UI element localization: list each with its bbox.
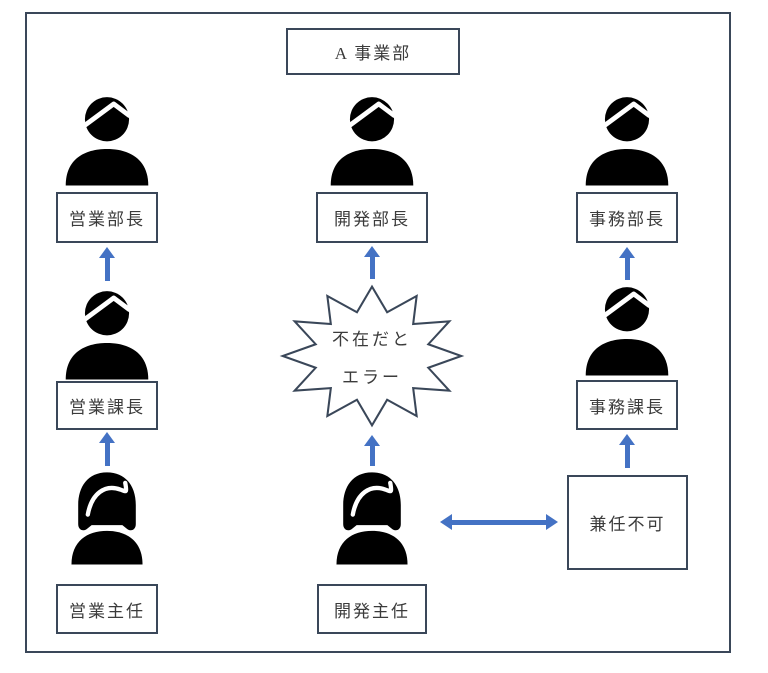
dev-dept-head-label: 開発部長 (334, 210, 410, 229)
starburst-line2: エラー (342, 367, 402, 387)
arrow-stem (104, 258, 110, 281)
dev-chief-box: 開発主任 (317, 584, 427, 634)
arrow-head-left (440, 514, 452, 530)
arrow-head (619, 434, 635, 445)
arrow-head-right (546, 514, 558, 530)
arrow-stem (369, 446, 375, 466)
sales-chief-box: 営業主任 (56, 584, 158, 634)
starburst-line1: 不在だと (332, 329, 412, 349)
starburst-shape-icon (279, 284, 465, 428)
sales-dept-head-box: 営業部長 (56, 192, 158, 243)
male-person-icon (324, 89, 420, 186)
arrow-head (99, 247, 115, 258)
male-person-icon (59, 89, 155, 186)
up-arrow (99, 247, 115, 281)
up-arrow (619, 434, 635, 468)
double-headed-arrow (440, 514, 558, 530)
arrow-head (619, 247, 635, 258)
sales-chief-label: 営業主任 (69, 601, 145, 621)
up-arrow (364, 246, 380, 279)
arrow-stem (369, 257, 375, 279)
arrow-stem (624, 258, 630, 280)
arrow-stem (104, 443, 110, 466)
female-person-icon (324, 468, 420, 565)
male-person-icon (579, 89, 675, 186)
no-concurrent-post-label: 兼任不可 (589, 515, 666, 534)
admin-dept-head-label: 事務部長 (589, 210, 665, 229)
sales-section-chief-box: 営業課長 (56, 381, 158, 430)
error-starburst-callout: 不在だと エラー (278, 282, 466, 430)
admin-dept-head-box: 事務部長 (576, 192, 678, 243)
female-person-icon (59, 468, 155, 565)
dev-dept-head-box: 開発部長 (316, 192, 428, 243)
division-title-label: A 事業部 (334, 44, 412, 63)
up-arrow (619, 247, 635, 280)
up-arrow (364, 435, 380, 466)
male-person-icon (579, 279, 675, 376)
arrow-head (99, 432, 115, 443)
arrow-head (364, 435, 380, 446)
starburst-text: 不在だと エラー (278, 282, 466, 430)
up-arrow (99, 432, 115, 466)
admin-section-chief-label: 事務課長 (589, 397, 665, 417)
dev-chief-label: 開発主任 (334, 601, 410, 621)
arrow-stem (624, 445, 630, 468)
no-concurrent-post-box: 兼任不可 (567, 475, 688, 570)
male-person-icon (59, 283, 155, 380)
division-title-box: A 事業部 (286, 28, 460, 75)
arrow-stem (452, 519, 546, 525)
arrow-head (364, 246, 380, 257)
sales-dept-head-label: 営業部長 (69, 210, 145, 229)
admin-section-chief-box: 事務課長 (576, 380, 678, 430)
sales-section-chief-label: 営業課長 (69, 398, 145, 417)
